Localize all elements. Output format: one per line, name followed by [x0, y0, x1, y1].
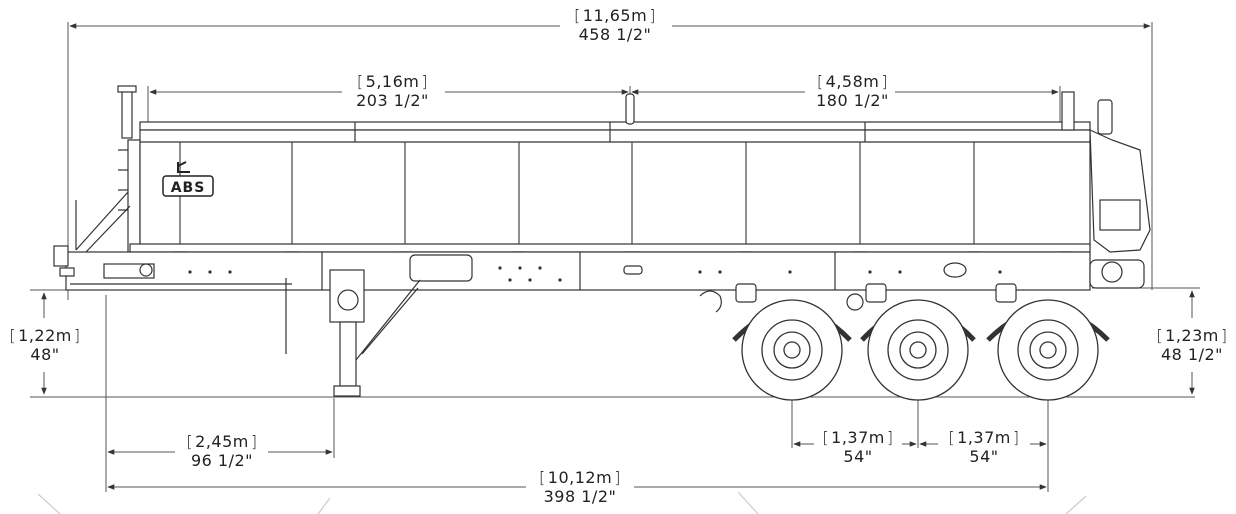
dim-axle-spacing-2: 1,37m 54" [936, 428, 1032, 466]
dim-kingpin-height-metric: 1,22m [0, 326, 90, 345]
dim-axle-spacing-1-metric: 1,37m [810, 428, 906, 447]
dim-rear-height: 1,23m 48 1/2" [1148, 326, 1236, 364]
dim-overall-length: 11,65m 458 1/2" [555, 6, 675, 44]
dim-kingpin-to-gear: 2,45m 96 1/2" [172, 432, 272, 470]
dim-axle-spacing-2-metric: 1,37m [936, 428, 1032, 447]
dim-kingpin-height: 1,22m 48" [0, 326, 90, 364]
dim-rear-height-metric: 1,23m [1148, 326, 1236, 345]
dim-axle-spacing-1-imperial: 54" [843, 447, 873, 466]
dim-rear-box-metric: 4,58m [795, 72, 910, 91]
dim-front-box-metric: 5,16m [335, 72, 450, 91]
ground-hatch [37, 491, 1087, 514]
dim-kingpin-height-imperial: 48" [30, 345, 60, 364]
chassis [53, 191, 1145, 397]
dim-kingpin-to-rear-axle-imperial: 398 1/2" [543, 487, 617, 506]
dim-kingpin-to-rear-axle: 10,12m 398 1/2" [522, 468, 638, 506]
abs-logo: ABS [162, 161, 214, 197]
logo-text: ABS [171, 180, 206, 196]
dim-kingpin-to-gear-metric: 2,45m [172, 432, 272, 451]
dim-overall-length-metric: 11,65m [555, 6, 675, 25]
dimension-lines [30, 22, 1200, 492]
dim-front-box-imperial: 203 1/2" [356, 91, 429, 110]
dim-front-box: 5,16m 203 1/2" [335, 72, 450, 110]
dump-box [117, 85, 1151, 253]
dim-rear-box-imperial: 180 1/2" [816, 91, 889, 110]
suspension [699, 283, 1017, 313]
dim-overall-length-imperial: 458 1/2" [578, 25, 652, 44]
dim-rear-box: 4,58m 180 1/2" [795, 72, 910, 110]
wheels [732, 299, 1110, 401]
dim-kingpin-to-rear-axle-metric: 10,12m [522, 468, 638, 487]
dim-rear-height-imperial: 48 1/2" [1160, 345, 1224, 364]
dim-kingpin-to-gear-imperial: 96 1/2" [190, 451, 254, 470]
dim-axle-spacing-1: 1,37m 54" [810, 428, 906, 466]
frame-rivets [188, 266, 1002, 282]
dim-axle-spacing-2-imperial: 54" [969, 447, 999, 466]
